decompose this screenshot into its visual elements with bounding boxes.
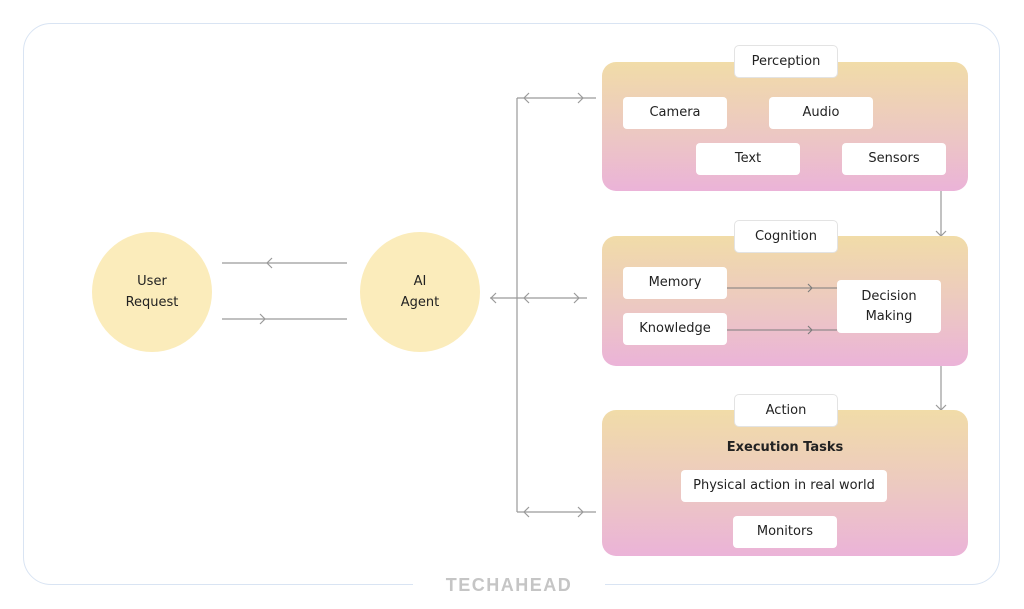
action-item-monitors: Monitors (733, 516, 837, 548)
cognition-title: Cognition (734, 220, 838, 253)
ai-agent-node: AI Agent (360, 232, 480, 352)
edge-bus-cognition (517, 292, 587, 304)
footer: TECHAHEAD (0, 572, 1024, 598)
edge-agent-bus (490, 292, 517, 304)
user-request-node: User Request (92, 232, 212, 352)
edge-agent-to-user (222, 257, 347, 269)
perception-item-text: Text (696, 143, 800, 175)
action-heading: Execution Tasks (726, 440, 844, 455)
edge-knowledge-decision (727, 325, 837, 335)
perception-item-sensors: Sensors (842, 143, 946, 175)
perception-item-audio: Audio (769, 97, 873, 129)
cognition-output-decision-making: Decision Making (837, 280, 941, 333)
edge-bus-perception (517, 92, 596, 104)
brand-logo: TECHAHEAD (413, 572, 605, 598)
edge-bus-action (517, 506, 596, 518)
edge-user-to-agent (222, 313, 347, 325)
cognition-input-knowledge: Knowledge (623, 313, 727, 345)
perception-title: Perception (734, 45, 838, 78)
action-title: Action (734, 394, 838, 427)
perception-item-camera: Camera (623, 97, 727, 129)
action-item-physical: Physical action in real world (681, 470, 887, 502)
edge-memory-decision (727, 283, 837, 293)
cognition-input-memory: Memory (623, 267, 727, 299)
